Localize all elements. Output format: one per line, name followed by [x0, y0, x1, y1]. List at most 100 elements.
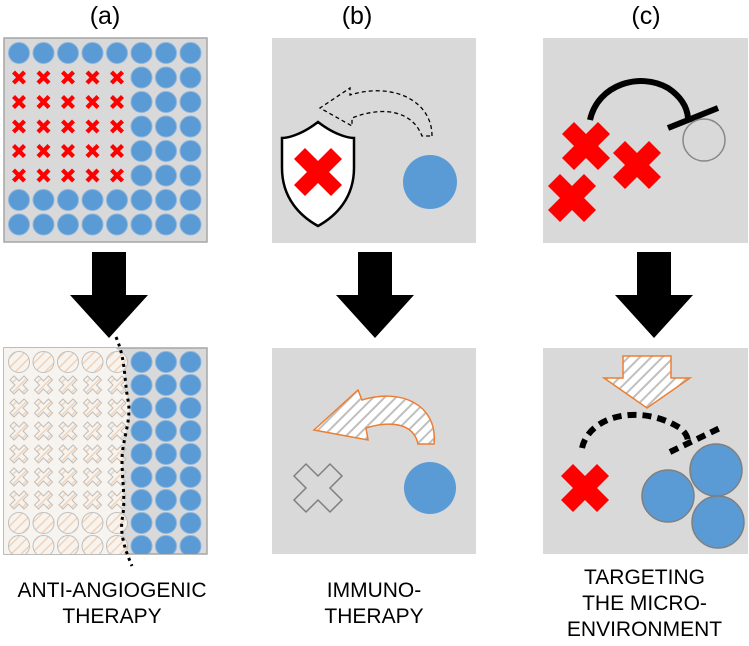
tumor-cross-icon	[110, 119, 124, 134]
panel-label-b: (b)	[341, 2, 373, 30]
cell-icon	[32, 213, 55, 236]
tumor-cross-icon	[12, 168, 26, 183]
immune-cell-icon	[403, 155, 457, 209]
faded-cross-icon	[33, 467, 54, 487]
cell-icon	[57, 189, 79, 211]
cell-icon	[155, 115, 177, 138]
faded-cell-icon	[32, 351, 55, 373]
tumor-cross-icon	[12, 70, 26, 85]
cell-icon	[155, 140, 177, 162]
faded-cross-icon	[58, 375, 78, 395]
cell-icon	[155, 443, 177, 465]
faded-cell-icon	[8, 512, 30, 534]
faded-cross-icon	[33, 444, 54, 464]
faded-cross-icon	[58, 467, 78, 487]
tumor-cross-icon	[561, 464, 609, 512]
cell-icon	[179, 351, 202, 373]
faded-cross-icon	[33, 398, 54, 418]
panel-b-after	[272, 348, 476, 554]
faded-cross-icon	[292, 462, 344, 514]
panel-a-after	[3, 336, 208, 567]
tumor-cross-icon	[294, 148, 342, 196]
cell-icon	[179, 91, 202, 113]
cell-icon	[179, 535, 202, 554]
cell-icon	[130, 213, 153, 236]
cell-icon	[57, 42, 79, 64]
cell-icon	[179, 213, 202, 236]
block-arrow-icon	[601, 355, 693, 409]
cell-icon	[179, 189, 202, 211]
cell-icon	[130, 115, 153, 138]
inhibition-bar	[666, 105, 720, 131]
tumor-cross-icon	[85, 70, 100, 85]
dotted-arc	[579, 411, 691, 449]
cell-icon	[179, 374, 202, 396]
tumor-cross-icon	[85, 168, 100, 183]
faded-cross-icon	[82, 398, 103, 418]
cell-icon	[179, 489, 202, 511]
faded-cross-icon	[33, 375, 54, 395]
faded-cross-icon	[82, 467, 103, 487]
faded-cross-icon	[9, 467, 29, 487]
tumor-cross-icon	[110, 144, 124, 158]
cell-icon	[130, 374, 153, 396]
faded-cross-icon	[58, 444, 78, 464]
cell-icon	[81, 42, 104, 64]
caption-line: ENVIRONMENT	[566, 618, 723, 641]
caption-line: TARGETING	[584, 566, 705, 589]
faded-cross-icon	[58, 421, 78, 441]
tumor-cross-icon	[110, 95, 124, 109]
blood-vessel-cell-grid	[8, 42, 202, 236]
cell-icon	[130, 189, 153, 211]
cell-icon	[130, 91, 153, 113]
faded-cell-icon	[81, 512, 104, 534]
tumor-cross-icon	[61, 70, 75, 85]
tumor-cross-icon	[36, 144, 51, 158]
caption-c: TARGETING THE MICRO- ENVIRONMENT	[540, 565, 749, 643]
faded-cross-icon	[9, 375, 29, 395]
faded-cross-icon	[9, 421, 29, 441]
cell-icon	[179, 397, 202, 419]
cell-icon	[106, 189, 128, 211]
tumor-cross-icon	[548, 122, 661, 222]
faded-cross-icon	[33, 421, 54, 441]
cell-icon	[106, 42, 128, 64]
tumor-cross-icon	[61, 168, 75, 183]
tumor-cross-icon	[85, 95, 100, 109]
cell-icon	[130, 535, 153, 554]
cell-icon	[130, 66, 153, 89]
cell-icon	[8, 189, 30, 211]
cell-icon	[8, 213, 30, 236]
faded-cell-icon	[57, 351, 79, 373]
empty-cell-icon	[682, 118, 726, 162]
cell-icon	[155, 489, 177, 511]
cell-icon	[155, 351, 177, 373]
panel-c-before	[543, 38, 748, 243]
panel-b-before	[272, 38, 476, 243]
faded-cell-icon	[57, 512, 79, 534]
cell-cluster-icon	[641, 443, 745, 549]
cell-icon	[179, 420, 202, 442]
caption-line: THERAPY	[62, 605, 162, 628]
tumor-cross-icon	[61, 119, 75, 134]
cell-icon	[155, 91, 177, 113]
tumor-cross-icon	[61, 95, 75, 109]
cell-icon	[8, 42, 30, 64]
faded-cross-icon	[107, 490, 127, 510]
faded-cell-icon	[81, 351, 104, 373]
cell-icon	[179, 443, 202, 465]
cell-icon	[155, 397, 177, 419]
cell-icon	[130, 140, 153, 162]
cell-icon	[130, 420, 153, 442]
tumor-cross-icon	[110, 70, 124, 85]
cell-icon	[155, 466, 177, 488]
faded-cross-icon	[107, 398, 127, 418]
cell-icon	[32, 42, 55, 64]
tumor-cross-icon	[12, 119, 26, 134]
faded-cell-icon	[57, 535, 79, 554]
cell-icon	[130, 351, 153, 373]
cell-icon	[155, 189, 177, 211]
panel-c-after	[543, 348, 748, 554]
faded-cross-icon	[82, 375, 103, 395]
